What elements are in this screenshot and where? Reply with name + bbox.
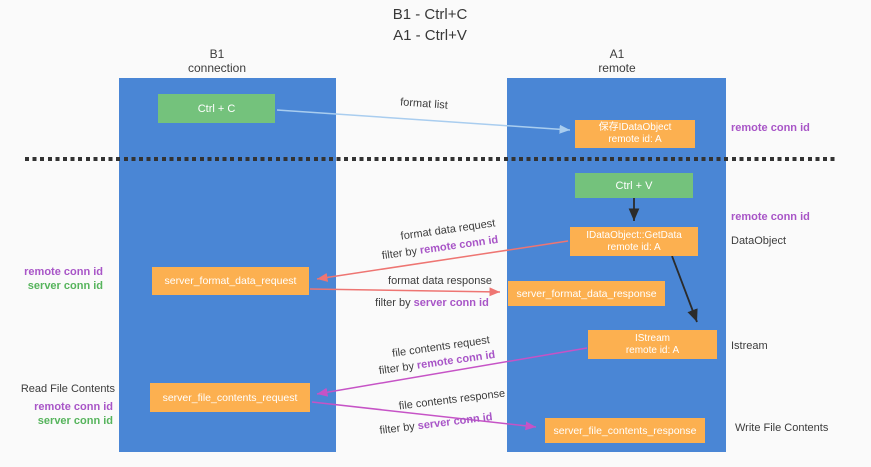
node-idataobject-getdata-line1: IDataObject::GetData: [586, 229, 682, 241]
edge-label-format-list: format list: [399, 96, 449, 112]
right-column-header: A1 remote: [547, 47, 687, 75]
left-label-remote-conn-id-format: remote conn id: [24, 266, 103, 278]
node-idataobject-getdata: IDataObject::GetData remote id: A: [570, 227, 698, 256]
left-column-header: B1 connection: [147, 47, 287, 75]
right-label-remote-conn-id-top: remote conn id: [731, 122, 810, 134]
node-istream: IStream remote id: A: [588, 330, 717, 359]
node-save-idataobject: 保存IDataObject remote id: A: [575, 120, 695, 148]
dashed-divider: [25, 157, 836, 161]
server-conn-id-text: server conn id: [417, 411, 494, 433]
right-label-dataobject: DataObject: [731, 235, 787, 247]
node-ctrl-v-label: Ctrl + V: [615, 179, 653, 192]
left-column-subtitle: connection: [187, 61, 247, 75]
node-server-format-data-response-label: server_format_data_response: [516, 287, 657, 300]
node-ctrl-c-label: Ctrl + C: [197, 102, 236, 115]
diagram-title: B1 - Ctrl+C A1 - Ctrl+V: [280, 4, 580, 46]
title-line-1: B1 - Ctrl+C: [392, 6, 468, 23]
node-istream-line2: remote id: A: [625, 344, 680, 356]
right-column-name: A1: [609, 47, 625, 61]
left-label-read-file-contents: Read File Contents: [20, 383, 115, 395]
left-column-name: B1: [209, 47, 225, 61]
edge-label-file-contents-response: file contents response: [398, 387, 506, 413]
title-line-2: A1 - Ctrl+V: [393, 27, 467, 44]
right-column-subtitle: remote: [598, 61, 636, 75]
node-server-file-contents-response: server_file_contents_response: [545, 418, 705, 443]
filter-by-text: filter by: [381, 245, 418, 263]
right-label-remote-conn-id-mid: remote conn id: [731, 211, 810, 223]
arrow-format-data-response: [309, 287, 501, 297]
node-server-format-data-request-label: server_format_data_request: [164, 275, 297, 287]
left-label-server-conn-id-format: server conn id: [27, 280, 103, 292]
node-server-file-contents-request-label: server_file_contents_request: [162, 391, 298, 404]
node-server-format-data-response: server_format_data_response: [508, 281, 665, 306]
node-server-file-contents-request: server_file_contents_request: [150, 383, 310, 412]
filter-by-text: filter by: [378, 360, 415, 378]
edge-label-format-data-response: format data response: [388, 275, 492, 287]
filter-by-text: filter by: [375, 297, 411, 309]
left-label-server-conn-id-file: server conn id: [37, 415, 113, 427]
right-label-write-file-contents: Write File Contents: [735, 422, 829, 434]
node-idataobject-getdata-line2: remote id: A: [607, 241, 661, 253]
node-save-idataobject-line1: 保存IDataObject: [598, 122, 672, 133]
node-istream-line1: IStream: [634, 332, 670, 344]
filter-by-text: filter by: [378, 420, 416, 437]
right-label-istream: Istream: [731, 340, 768, 352]
node-ctrl-c: Ctrl + C: [158, 94, 275, 123]
node-save-idataobject-line2: remote id: A: [608, 134, 662, 145]
node-server-format-data-request: server_format_data_request: [152, 267, 309, 295]
edge-label-filter-remote-1: filter byremote conn id: [381, 234, 499, 262]
node-ctrl-v: Ctrl + V: [575, 173, 693, 198]
left-label-remote-conn-id-file: remote conn id: [34, 401, 113, 413]
server-conn-id-text: server conn id: [413, 297, 489, 309]
node-server-file-contents-response-label: server_file_contents_response: [553, 424, 697, 437]
